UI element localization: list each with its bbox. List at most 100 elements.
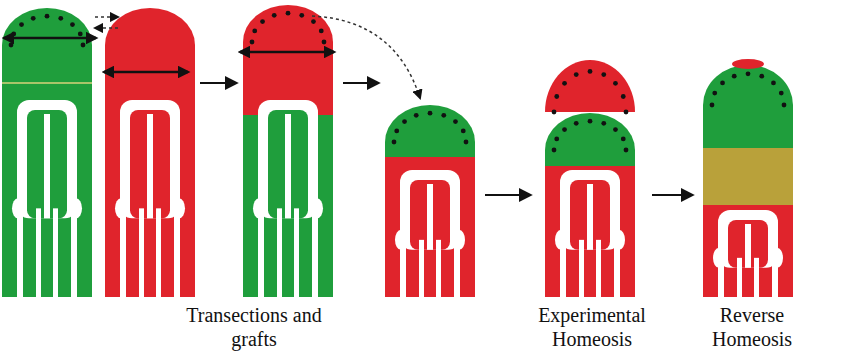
body-wall [27,110,67,218]
tentacle-dot [588,119,593,124]
tissue-band [545,0,635,166]
tentacle-dot [414,113,419,118]
cavity-channel [454,240,460,297]
cavity-channel [579,240,584,297]
gastric-cavity [718,210,778,268]
tissue-band [385,0,475,157]
tentacle-dot [562,81,567,86]
tentacle-dot [392,140,397,145]
cavity-channel [312,208,318,297]
gastric-cavity [745,224,751,268]
tentacle-dot [272,13,277,18]
tentacle-dot [286,11,291,16]
tentacle-dot [322,40,327,45]
gastric-cavity [560,170,620,250]
tentacle-dot [9,43,14,48]
tissue-band [2,0,92,297]
tissue-band [545,166,635,297]
tentacle-dot [621,94,626,99]
tentacle-dot [613,127,618,132]
cavity-channel [139,208,144,297]
cavity-channel [120,208,126,297]
residual-head [732,59,764,69]
hydra-figure [105,0,195,297]
tentacle-dot [260,19,265,24]
gastric-cavity [587,184,593,250]
cavity-channel [17,208,23,297]
cavity-channel [718,258,724,297]
step-arrow [343,82,378,84]
tentacle-dot [299,13,304,18]
tentacle-dot [621,137,626,142]
tentacle-dot [19,22,24,27]
tentacle-dot [319,29,324,34]
tissue-band [385,157,475,297]
transection-arrow [4,37,96,40]
tentacle-dot [759,74,764,79]
tentacle-dot [250,40,255,45]
tentacle-dot [58,16,63,21]
tentacle-dot [428,111,433,116]
tentacle-dot [712,91,717,96]
step-arrow [652,194,692,196]
tentacle-dot [554,94,559,99]
cavity-channel [419,240,424,297]
gastric-cavity [44,114,50,218]
cavity-channel [400,240,406,297]
tissue-band [105,0,195,297]
stage-label: Reverse Homeosis [682,303,822,351]
gastric-cavity [258,100,318,218]
cavity-channel [614,240,620,297]
tissue-band [703,148,793,205]
tentacle-dot [574,72,579,77]
tentacle-dot [70,22,75,27]
tentacle-dot [81,43,86,48]
gastric-cavity [285,114,291,218]
gastric-cavity [147,114,153,218]
hydra-figure [703,0,793,297]
stage-label: Experimental Homeosis [522,303,662,351]
cavity-channel [71,208,77,297]
tentacle-dot [601,72,606,77]
tentacle-dot [746,71,751,76]
tissue-band [243,115,333,297]
cavity-channel [156,208,161,297]
tentacle-dot [782,103,787,108]
graft-line [2,82,92,84]
cavity-channel [560,240,566,297]
tentacle-dot [771,81,776,86]
transfer-arrow [312,16,420,98]
tentacle-dot [574,121,579,126]
exchange-arrow [95,27,118,29]
gastric-cavity [427,184,433,250]
gastric-cavity [400,170,460,250]
tentacle-dot [624,110,629,115]
tentacle-dot [624,148,629,153]
tentacle-dot [11,32,16,37]
cavity-channel [53,208,58,297]
tentacle-dot [461,129,466,134]
tentacle-dot [453,119,458,124]
cavity-channel [596,240,601,297]
tentacle-dot [78,32,83,37]
grafted-head [545,60,635,112]
cavity-channel [754,258,759,297]
body-wall [268,110,308,218]
cavity-channel [258,208,264,297]
tentacle-dot [464,140,469,145]
tentacle-dot [554,137,559,142]
tissue-band [703,205,793,297]
transection-arrow [240,51,334,54]
body-wall [728,220,768,268]
stage-label: Transections and grafts [184,303,324,351]
hydra-figure [2,0,92,297]
tentacle-dot [588,69,593,74]
step-arrow [485,194,530,196]
tentacle-dot [710,103,715,108]
tentacle-dot [45,14,50,19]
tentacle-dot [552,148,557,153]
transection-arrow [104,71,188,74]
exchange-arrow [95,16,118,18]
cavity-channel [294,208,299,297]
cavity-channel [36,208,41,297]
